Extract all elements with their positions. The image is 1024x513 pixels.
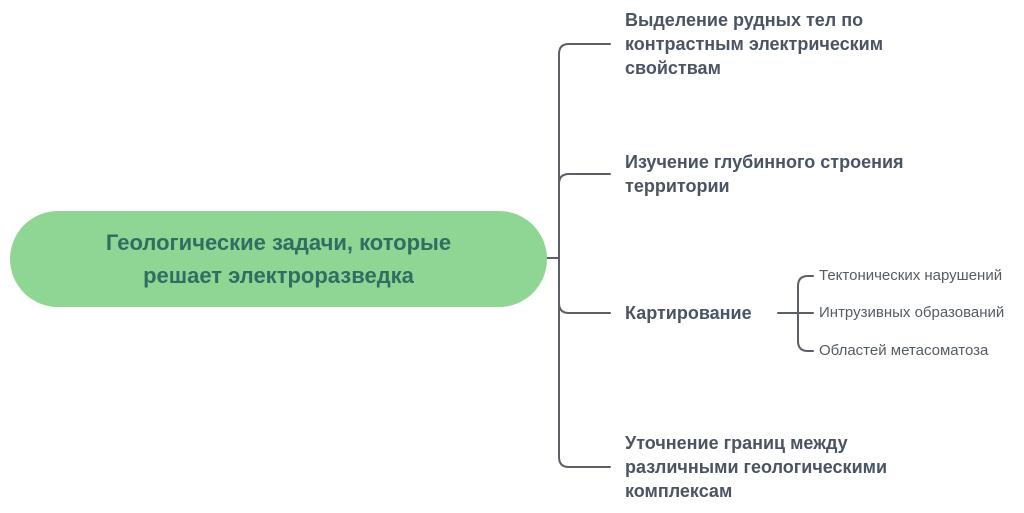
branch-label-line: свойствам [625, 58, 721, 78]
branch-label-line: Уточнение границ между [625, 433, 848, 453]
connector-sub-bracket [797, 275, 814, 352]
branch-label-line: территории [625, 176, 730, 196]
branch-node-boundaries: Уточнение границ между различными геолог… [625, 431, 887, 503]
root-label-line: Геологические задачи, которые [105, 230, 452, 255]
connector-branch-2 [558, 173, 611, 185]
branch-node-mapping: Картирование [625, 301, 752, 325]
sub-node-intrusive-formations: Интрузивных образований [819, 304, 1005, 321]
connector-branch-3 [558, 302, 611, 314]
root-label-line: решает электроразведка [143, 263, 414, 288]
branch-label-line: Картирование [625, 303, 752, 323]
branch-node-deep-structure: Изучение глубинного строения территории [625, 150, 904, 198]
root-node-label: Геологические задачи, которые решает эле… [106, 226, 451, 292]
branch-label-line: контрастным электрическим [625, 34, 884, 54]
root-node: Геологические задачи, которые решает эле… [10, 211, 547, 307]
branch-label-line: различными геологическими [625, 457, 888, 477]
connector-main-bracket [558, 43, 611, 468]
branch-node-ore-bodies: Выделение рудных тел по контрастным элек… [625, 8, 883, 80]
sub-node-metasomatosis-areas: Областей метасоматоза [819, 342, 989, 359]
branch-label-line: Изучение глубинного строения [625, 152, 904, 172]
branch-label-line: Выделение рудных тел по [625, 10, 864, 30]
branch-label-line: комплексам [625, 481, 733, 501]
sub-node-tectonic-faults: Тектонических нарушений [819, 267, 1003, 284]
